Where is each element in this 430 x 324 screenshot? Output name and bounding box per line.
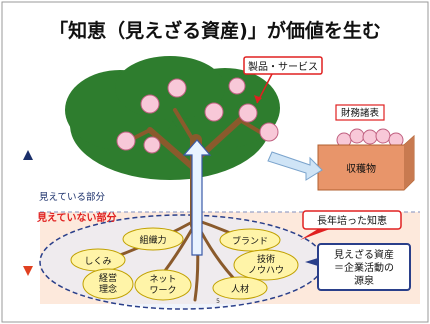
fruit-3 [167, 78, 187, 98]
invisible-assets-label-2: ＝企業活動の [334, 261, 394, 274]
growth-arrow [182, 139, 212, 256]
asset-network [134, 269, 192, 301]
asset-organization-label: 組織力 [139, 234, 166, 246]
long-wisdom-pointer [300, 229, 330, 240]
long-wisdom-box [302, 210, 402, 230]
asset-network-label-1: ネット [149, 274, 176, 285]
harvest-box: 収穫物 [317, 128, 415, 191]
products-label: 製品・サービス [248, 60, 318, 73]
asset-network-label-2: ワーク [149, 285, 176, 296]
fruit-6 [228, 77, 246, 95]
invisible-assets-label-1: 見えざる資産 [334, 248, 394, 261]
financial-statements-label: 財務諸表 [341, 107, 380, 119]
asset-philosophy [82, 268, 134, 300]
asset-people [212, 276, 268, 300]
harvest-arrow [267, 151, 323, 181]
fruit-1 [116, 131, 136, 151]
asset-ellipses: 組織力 ブランド しくみ 技術 ノウハウ 経営 理念 ネット ワーク 人材 [70, 227, 299, 301]
asset-brand-label: ブランド [232, 235, 268, 247]
products-pointer-head [254, 95, 262, 103]
invisible-part-label: 見えていない部分 [36, 211, 117, 224]
fruit-5 [238, 103, 258, 123]
asset-tech-label-2: ノウハウ [248, 265, 284, 276]
invisible-assets-box [317, 243, 411, 291]
harvest-label: 収穫物 [346, 162, 376, 175]
fruit-8 [143, 136, 161, 154]
asset-people-label: 人材 [231, 283, 249, 295]
fruit-2 [140, 94, 160, 114]
page-title: 「知恵（見えざる資産)」が価値を生む [49, 19, 381, 42]
fruit-4 [204, 102, 224, 122]
asset-tech-label-1: 技術 [257, 253, 275, 265]
financial-statements-box [335, 104, 385, 121]
fruit-7 [259, 122, 279, 142]
asset-philosophy-label-2: 理念 [99, 283, 117, 295]
asset-philosophy-label-1: 経営 [99, 272, 117, 284]
asset-organization [122, 227, 184, 251]
long-wisdom-label: 長年培った知恵 [317, 214, 387, 227]
asset-mechanism-label: しくみ [84, 256, 111, 267]
invisible-assets-pointer [305, 258, 318, 266]
page-number: 5 [216, 298, 220, 305]
down-arrow-head [23, 266, 33, 276]
visible-part-label: 見えている部分 [39, 191, 106, 203]
asset-tech [233, 249, 299, 281]
products-label-box [243, 56, 323, 75]
invisible-assets-label-3: 源泉 [354, 274, 374, 287]
asset-brand [219, 228, 281, 252]
tree-fruits [116, 77, 279, 154]
up-arrow-head [23, 150, 33, 160]
